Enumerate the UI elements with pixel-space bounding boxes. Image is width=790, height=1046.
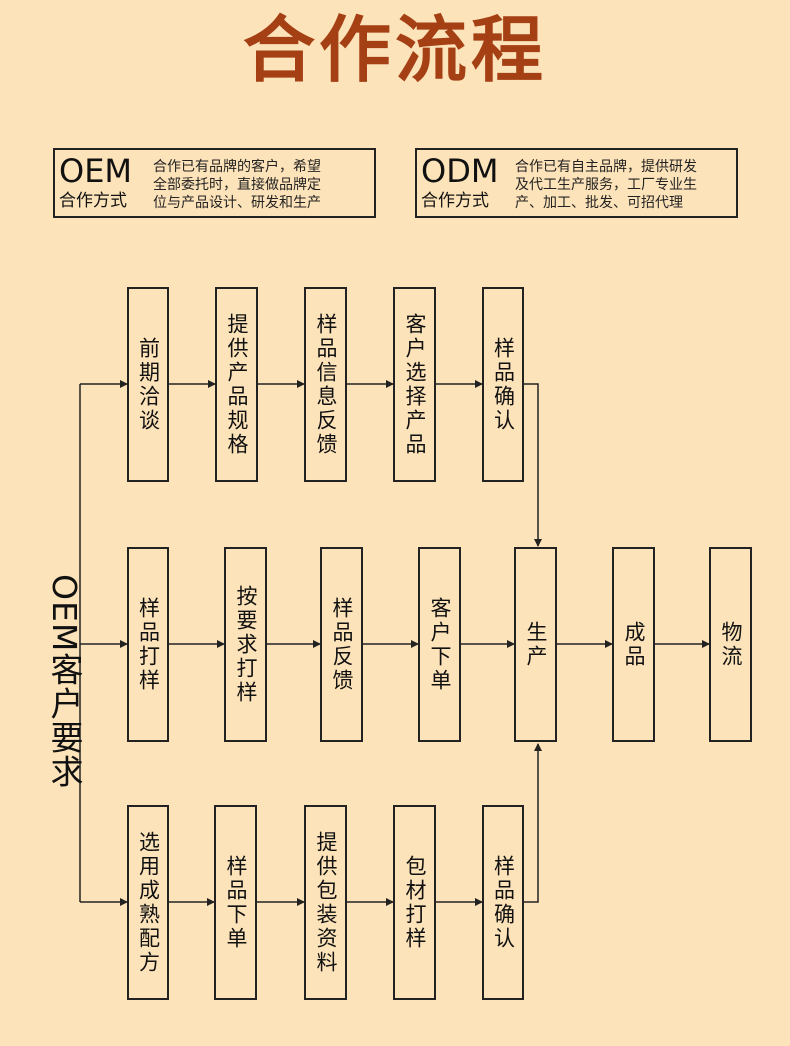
step-logistics: 物流	[709, 547, 752, 742]
step-sample-confirm-top: 样品确认	[482, 287, 524, 482]
step-label: 样品确认	[491, 854, 516, 951]
arrow	[524, 383, 542, 547]
step-label: 生产	[524, 620, 548, 669]
step-label: 提供产品规格	[225, 312, 249, 457]
step-label: 样品信息反馈	[314, 312, 338, 457]
oem-description: 合作已有品牌的客户，希望 全部委托时，直接做品牌定 位与产品设计、研发和生产	[153, 158, 321, 212]
step-customer-order: 客户下单	[418, 547, 461, 742]
step-provide-packaging: 提供包装资料	[304, 805, 347, 1000]
step-label: 物流	[719, 620, 743, 669]
step-proof-to-spec: 按要求打样	[224, 547, 267, 742]
step-label: 前期洽谈	[136, 336, 161, 433]
step-initial-negotiation: 前期洽谈	[127, 287, 169, 482]
odm-info-box: ODM 合作方式 合作已有自主品牌，提供研发 及代工生产服务，工厂专业生 产、加…	[415, 148, 738, 218]
step-packaging-proofing: 包材打样	[393, 805, 436, 1000]
step-label: 成品	[622, 620, 646, 669]
step-sample-proofing: 样品打样	[127, 547, 169, 742]
step-label: 包材打样	[403, 854, 427, 951]
oem-desc-line: 合作已有品牌的客户，希望	[153, 159, 321, 175]
step-label: 提供包装资料	[314, 830, 338, 975]
step-label: 客户下单	[428, 596, 452, 693]
odm-description: 合作已有自主品牌，提供研发 及代工生产服务，工厂专业生 产、加工、批发、可招代理	[515, 158, 697, 212]
step-sample-feedback-info: 样品信息反馈	[304, 287, 347, 482]
oem-requirement-label: OEM客户要求	[45, 574, 84, 789]
step-label: 按要求打样	[234, 584, 258, 705]
step-label: 样品下单	[224, 854, 248, 951]
odm-desc-line: 及代工生产服务，工厂专业生	[515, 177, 697, 193]
step-label: 选用成熟配方	[136, 830, 161, 975]
odm-desc-line: 合作已有自主品牌，提供研发	[515, 159, 697, 175]
oem-abbr: OEM	[59, 152, 133, 190]
step-sample-feedback: 样品反馈	[320, 547, 363, 742]
step-sample-order: 样品下单	[214, 805, 257, 1000]
oem-mode: 合作方式	[59, 191, 127, 211]
step-finished-product: 成品	[612, 547, 655, 742]
step-sample-confirm-bottom: 样品确认	[482, 805, 524, 1000]
odm-mode: 合作方式	[421, 191, 489, 211]
arrow	[524, 743, 542, 903]
oem-desc-line: 位与产品设计、研发和生产	[153, 195, 321, 211]
step-production: 生产	[514, 547, 557, 742]
odm-abbr: ODM	[421, 152, 499, 190]
oem-desc-line: 全部委托时，直接做品牌定	[153, 177, 321, 193]
page-title: 合作流程	[242, 8, 547, 92]
step-customer-select: 客户选择产品	[393, 287, 436, 482]
step-label: 样品确认	[491, 336, 516, 433]
step-label: 样品打样	[136, 596, 161, 693]
odm-desc-line: 产、加工、批发、可招代理	[515, 195, 683, 211]
step-label: 样品反馈	[330, 596, 354, 693]
step-provide-spec: 提供产品规格	[215, 287, 258, 482]
step-select-formula: 选用成熟配方	[127, 805, 169, 1000]
step-label: 客户选择产品	[403, 312, 427, 457]
oem-info-box: OEM 合作方式 合作已有品牌的客户，希望 全部委托时，直接做品牌定 位与产品设…	[53, 148, 376, 218]
